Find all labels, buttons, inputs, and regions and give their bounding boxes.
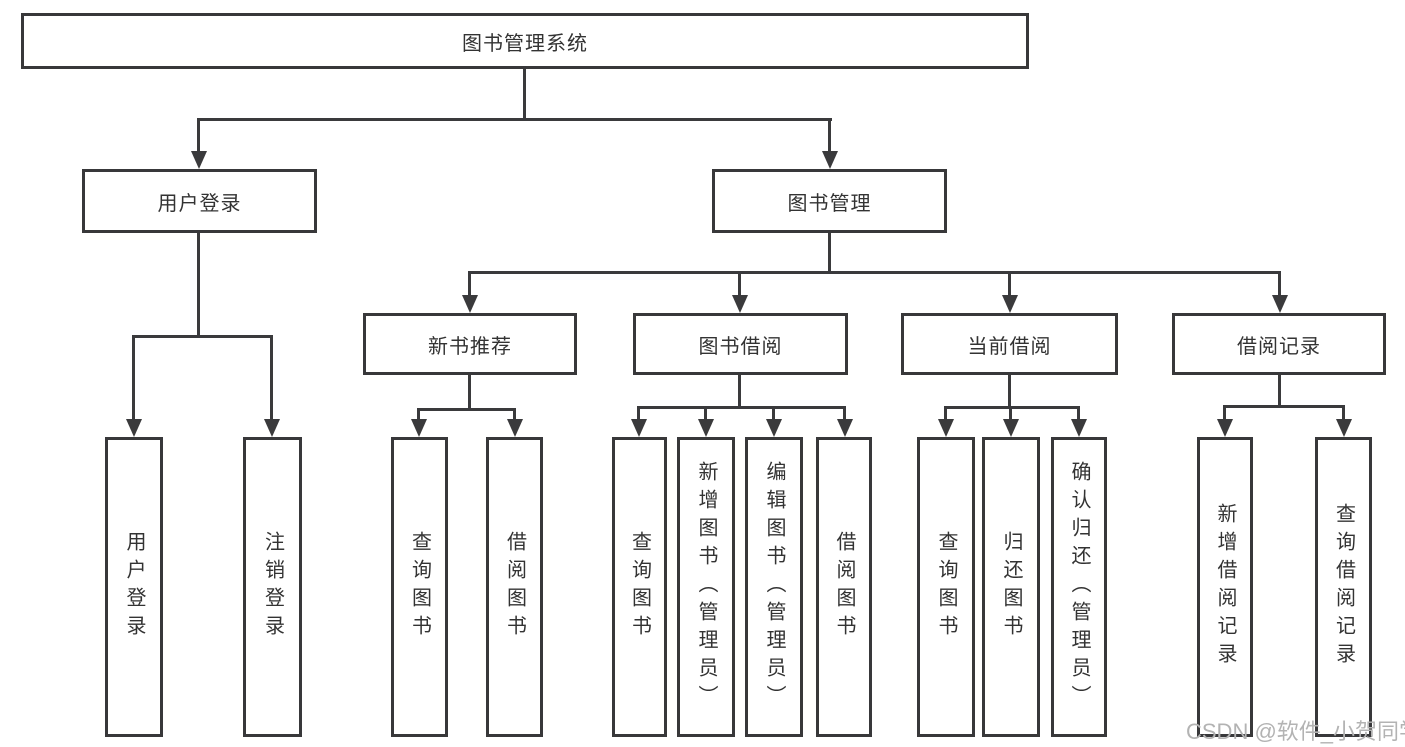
arrow-down-icon <box>126 419 142 437</box>
connector-line <box>1009 406 1012 419</box>
leaf-label: 用户登录 <box>123 531 145 643</box>
connector-line <box>1278 375 1281 408</box>
leaf-query-books-recommend: 查询图书 <box>391 437 448 737</box>
node-new-book-recommend: 新书推荐 <box>363 313 577 375</box>
arrow-down-icon <box>264 419 280 437</box>
leaf-borrow-books-recommend: 借阅图书 <box>486 437 543 737</box>
leaf-label: 归还图书 <box>1000 531 1022 643</box>
connector-line <box>468 375 471 411</box>
arrow-down-icon <box>1272 295 1288 313</box>
leaf-logout: 注销登录 <box>243 437 302 737</box>
arrow-down-icon <box>411 419 427 437</box>
connector-line <box>417 408 516 411</box>
node-label: 借阅记录 <box>1237 335 1321 358</box>
connector-line <box>704 406 707 419</box>
arrow-down-icon <box>1217 419 1233 437</box>
leaf-user-login: 用户登录 <box>105 437 163 737</box>
connector-line <box>1008 271 1011 295</box>
leaf-label: 编辑图书（管理员） <box>763 461 785 713</box>
connector-line <box>637 406 640 419</box>
leaf-label: 查询图书 <box>935 531 957 643</box>
node-current-borrowing: 当前借阅 <box>901 313 1118 375</box>
node-user-login: 用户登录 <box>82 169 317 233</box>
arrow-down-icon <box>732 295 748 313</box>
connector-line <box>468 271 1281 274</box>
connector-line <box>1008 375 1011 409</box>
leaf-edit-books-admin: 编辑图书（管理员） <box>745 437 803 737</box>
arrow-down-icon <box>766 419 782 437</box>
arrow-down-icon <box>507 419 523 437</box>
leaf-label: 新增借阅记录 <box>1214 503 1236 671</box>
arrow-down-icon <box>1071 419 1087 437</box>
node-label: 图书借阅 <box>698 335 783 358</box>
arrow-down-icon <box>938 419 954 437</box>
node-label: 用户登录 <box>157 192 242 215</box>
connector-line <box>1077 406 1080 419</box>
connector-line <box>417 408 420 419</box>
connector-line <box>1278 271 1281 295</box>
arrow-down-icon <box>698 419 714 437</box>
node-book-borrowing: 图书借阅 <box>633 313 848 375</box>
connector-line <box>772 406 775 419</box>
connector-line <box>197 118 200 151</box>
leaf-label: 查询图书 <box>628 531 651 643</box>
node-label: 图书管理系统 <box>462 32 588 55</box>
node-label: 当前借阅 <box>967 335 1052 358</box>
connector-line <box>132 335 273 338</box>
leaf-add-books-admin: 新增图书（管理员） <box>677 437 735 737</box>
leaf-borrow-books: 借阅图书 <box>816 437 872 737</box>
connector-line <box>828 233 831 274</box>
node-borrowing-records: 借阅记录 <box>1172 313 1386 375</box>
connector-line <box>738 271 741 295</box>
connector-line <box>197 233 200 338</box>
leaf-return-books: 归还图书 <box>982 437 1040 737</box>
node-book-management: 图书管理 <box>712 169 947 233</box>
node-label: 图书管理 <box>787 192 872 215</box>
leaf-label: 新增图书（管理员） <box>695 461 717 713</box>
arrow-down-icon <box>1336 419 1352 437</box>
arrow-down-icon <box>837 419 853 437</box>
leaf-label: 查询借阅记录 <box>1332 503 1355 671</box>
leaf-label: 查询图书 <box>408 531 431 643</box>
arrow-down-icon <box>1003 419 1019 437</box>
arrow-down-icon <box>1002 295 1018 313</box>
csdn-watermark: CSDN @软件_小贺同学 <box>1186 719 1405 744</box>
leaf-label: 确认归还（管理员） <box>1068 461 1090 713</box>
connector-line <box>1223 405 1226 419</box>
leaf-query-books-current: 查询图书 <box>917 437 975 737</box>
connector-line <box>738 375 741 409</box>
arrow-down-icon <box>822 151 838 169</box>
leaf-add-borrow-record: 新增借阅记录 <box>1197 437 1253 737</box>
connector-line <box>944 406 947 419</box>
connector-line <box>843 406 846 419</box>
leaf-query-books-borrowing: 查询图书 <box>612 437 667 737</box>
connector-line <box>828 118 831 151</box>
connector-line <box>197 118 832 121</box>
connector-line <box>523 69 526 118</box>
node-library-management-system: 图书管理系统 <box>21 13 1029 69</box>
arrow-down-icon <box>191 151 207 169</box>
connector-line <box>1342 405 1345 419</box>
connector-line <box>1223 405 1345 408</box>
leaf-label: 注销登录 <box>261 531 284 643</box>
connector-line <box>513 408 516 419</box>
arrow-down-icon <box>631 419 647 437</box>
connector-line <box>132 335 135 419</box>
connector-line <box>468 271 471 295</box>
leaf-label: 借阅图书 <box>833 531 855 643</box>
leaf-confirm-return-admin: 确认归还（管理员） <box>1051 437 1107 737</box>
arrow-down-icon <box>462 295 478 313</box>
leaf-label: 借阅图书 <box>503 531 526 643</box>
node-label: 新书推荐 <box>428 335 512 358</box>
connector-line <box>637 406 846 409</box>
leaf-query-borrow-record: 查询借阅记录 <box>1315 437 1372 737</box>
connector-line <box>270 335 273 419</box>
connector-line <box>944 406 1080 409</box>
